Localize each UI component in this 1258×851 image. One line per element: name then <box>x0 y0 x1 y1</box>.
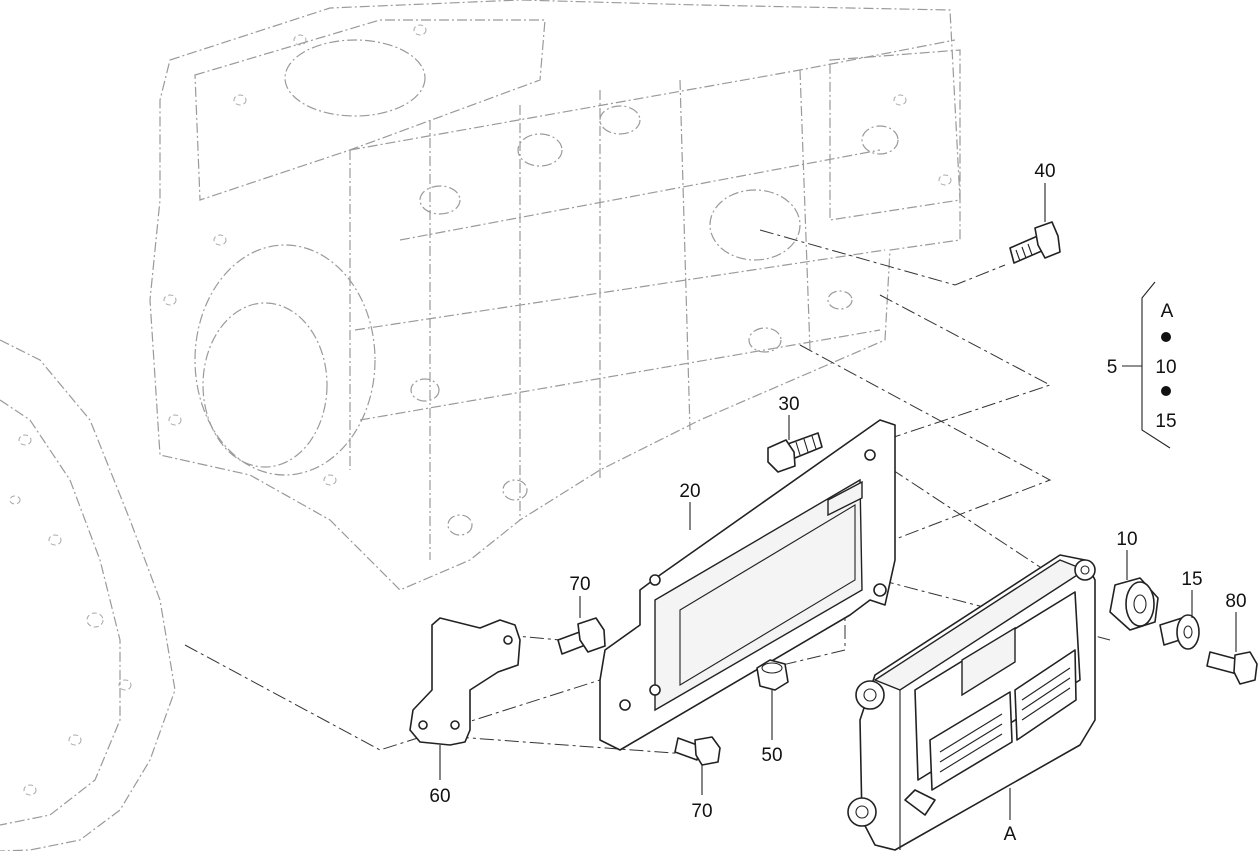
kit-bracket: 5 A 10 15 <box>1107 281 1177 449</box>
flywheel-housing-phantom <box>0 339 176 851</box>
bolt-70-upper <box>557 617 606 655</box>
callout-40: 40 <box>1034 161 1055 182</box>
grommet-10 <box>1109 577 1159 631</box>
callout-70-lower: 70 <box>691 801 712 822</box>
kit-item-3: 15 <box>1155 411 1176 432</box>
leader-lines <box>439 183 1237 820</box>
callout-60: 60 <box>429 786 450 807</box>
callout-30: 30 <box>778 394 799 415</box>
bolt-70-lower <box>674 736 721 766</box>
sleeve-15 <box>1159 614 1200 650</box>
ecu-module-A <box>847 554 1096 851</box>
bracket-60 <box>409 617 521 746</box>
mounting-plate-20 <box>599 419 896 751</box>
kit-item-1: A <box>1161 301 1174 322</box>
bolt-80 <box>1206 651 1258 685</box>
kit-separator-dot <box>1161 386 1171 396</box>
bolt-30 <box>767 432 823 473</box>
kit-separator-dot <box>1161 332 1171 342</box>
callout-10: 10 <box>1116 529 1137 550</box>
callout-70-upper: 70 <box>569 574 590 595</box>
callout-labels: 40 30 20 70 70 50 60 10 15 80 A <box>429 161 1246 845</box>
callout-80: 80 <box>1225 591 1246 612</box>
nut-50 <box>756 659 789 691</box>
callout-15: 15 <box>1181 569 1202 590</box>
kit-ref: 5 <box>1107 357 1118 378</box>
callout-50: 50 <box>761 745 782 766</box>
engine-block-phantom <box>149 0 961 591</box>
bolt-40 <box>1009 221 1061 264</box>
callout-A: A <box>1004 824 1017 845</box>
callout-20: 20 <box>679 481 700 502</box>
kit-item-2: 10 <box>1155 357 1176 378</box>
